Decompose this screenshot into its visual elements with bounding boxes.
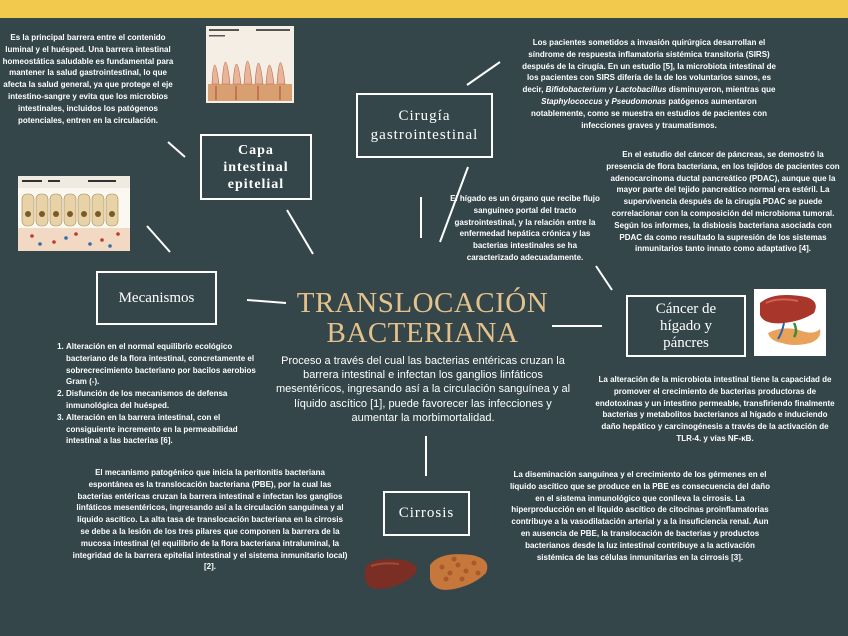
healthy-liver-image <box>363 554 421 602</box>
connector <box>596 266 612 290</box>
node-capa-line1: Capa <box>223 142 288 159</box>
cirugia-description: Los pacientes sometidos a invasión quirú… <box>518 37 780 131</box>
main-title-line1: TRANSLOCACIÓN <box>270 288 575 318</box>
cirugia-desc-organism4: Pseudomonas <box>611 97 666 106</box>
node-capa-line2: intestinal <box>223 159 288 176</box>
cirugia-desc-organism1: Bifidobacterium <box>546 85 607 94</box>
liver-pancreas-image <box>754 289 826 356</box>
cancer-microbiota-description: La alteración de la microbiota intestina… <box>595 374 835 445</box>
main-title: TRANSLOCACIÓN BACTERIANA <box>270 288 575 348</box>
cirrosis-description: La diseminación sanguínea y el crecimien… <box>508 469 772 563</box>
peritonitis-description: El mecanismo patogénico que inicia la pe… <box>72 467 348 573</box>
node-cirugia: Cirugía gastrointestinal <box>356 93 493 158</box>
cirugia-desc-organism3: Staphylococcus <box>541 97 602 106</box>
higado-description: El hígado es un órgano que recibe flujo … <box>449 193 601 264</box>
mecanismos-list: Alteración en el normal equilibrio ecoló… <box>54 341 266 447</box>
intestinal-villi-image <box>206 26 294 103</box>
node-mecanismos-label: Mecanismos <box>119 290 195 307</box>
connector <box>147 226 170 252</box>
connector <box>168 142 185 157</box>
connector <box>467 62 500 85</box>
node-cirugia-line2: gastrointestinal <box>371 126 479 145</box>
node-cancer: Cáncer de hígado y páncres <box>626 295 746 357</box>
mecanismo-item: Alteración en el normal equilibrio ecoló… <box>66 341 266 388</box>
main-title-line2: BACTERIANA <box>270 318 575 348</box>
node-cancer-line1: Cáncer de <box>656 301 716 318</box>
intestinal-barrier-image <box>18 176 130 251</box>
capa-description: Es la principal barrera entre el conteni… <box>2 32 174 126</box>
node-mecanismos: Mecanismos <box>96 271 217 325</box>
connector <box>287 210 313 254</box>
cancer-pancreas-description: En el estudio del cáncer de páncreas, se… <box>606 149 840 255</box>
cirugia-desc-part3: disminuyeron, mientras que <box>667 85 776 94</box>
cirugia-desc-organism2: Lactobacillus <box>615 85 666 94</box>
main-definition: Proceso a través del cual las bacterias … <box>270 354 576 425</box>
mecanismo-item: Disfunción de los mecanismos de defensa … <box>66 388 266 412</box>
node-cirrosis-label: Cirrosis <box>399 505 455 522</box>
node-cancer-line2: hígado y <box>656 318 716 335</box>
node-cirrosis: Cirrosis <box>383 491 470 536</box>
node-capa-line3: epitelial <box>223 176 288 193</box>
node-cirugia-line1: Cirugía <box>371 107 479 126</box>
node-cancer-line3: páncres <box>656 335 716 352</box>
mecanismo-item: Alteración en la barrera intestinal, con… <box>66 412 266 447</box>
node-capa-intestinal: Capa intestinal epitelial <box>200 134 312 200</box>
cirrhotic-liver-image <box>428 549 494 607</box>
